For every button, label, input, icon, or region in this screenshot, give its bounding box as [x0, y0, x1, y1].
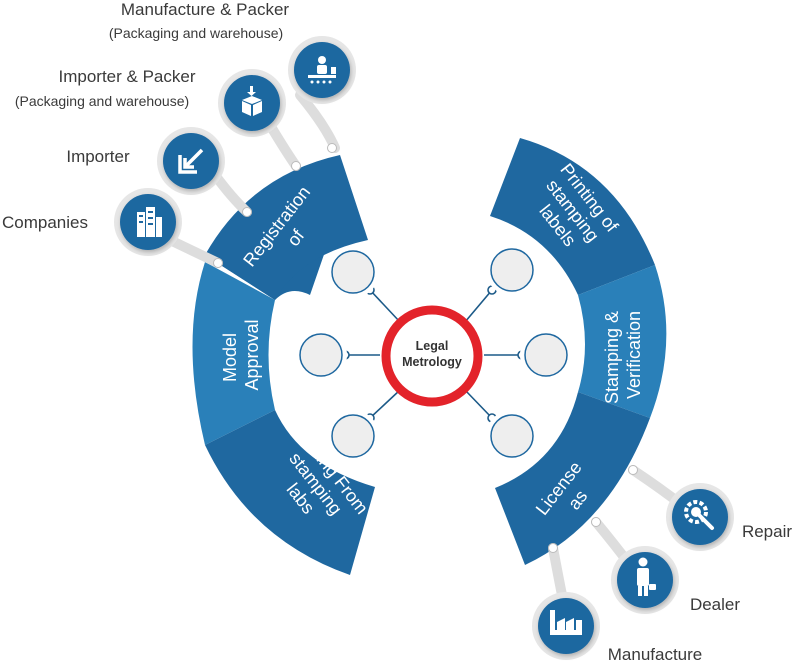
businessman-icon	[637, 557, 656, 596]
label-dealer: Dealer	[690, 595, 740, 614]
pin-importer	[157, 127, 252, 217]
import-arrow-icon	[178, 148, 204, 174]
label-manufacture-packer: Manufacture & Packer	[121, 0, 290, 19]
label-importer-packer: Importer & Packer	[59, 67, 196, 86]
center-hub: Legal Metrology	[381, 305, 483, 407]
segment-printing-shape	[490, 138, 655, 295]
label-companies: Companies	[2, 213, 88, 232]
segment-label-model-approval: Model Approval	[220, 319, 262, 390]
label-importer: Importer	[66, 147, 130, 166]
package-box-icon	[242, 86, 262, 116]
label-manufacture: Manufacture	[608, 645, 703, 662]
gear-wrench-icon	[684, 500, 714, 530]
segment-license-shape	[495, 392, 650, 565]
factory-icon	[550, 610, 582, 635]
segment-registration-shape	[205, 155, 368, 300]
sublabel-manufacture-packer: (Packaging and warehouse)	[109, 25, 283, 41]
pin-repair	[628, 465, 734, 551]
segment-stamping-shape	[578, 265, 667, 418]
center-connectors	[345, 289, 522, 419]
inner-bubbles	[295, 244, 572, 462]
segment-model-approval-shape	[192, 262, 275, 445]
building-icon	[137, 207, 162, 237]
pin-dealer	[591, 517, 679, 614]
pin-companies	[114, 188, 223, 268]
pin-manufacture	[532, 543, 600, 660]
sublabel-importer-packer: (Packaging and warehouse)	[15, 93, 189, 109]
label-repair: Repair	[742, 522, 792, 541]
pin-importer-packer	[218, 69, 301, 171]
segment-testing-shape	[205, 410, 375, 575]
segment-label-stamping: Stamping & Verification	[602, 306, 644, 404]
center-label-line1: Legal	[416, 339, 449, 353]
assembly-line-worker-icon	[308, 56, 336, 84]
center-label-line2: Metrology	[402, 355, 462, 369]
pin-manufacture-packer	[288, 36, 356, 153]
